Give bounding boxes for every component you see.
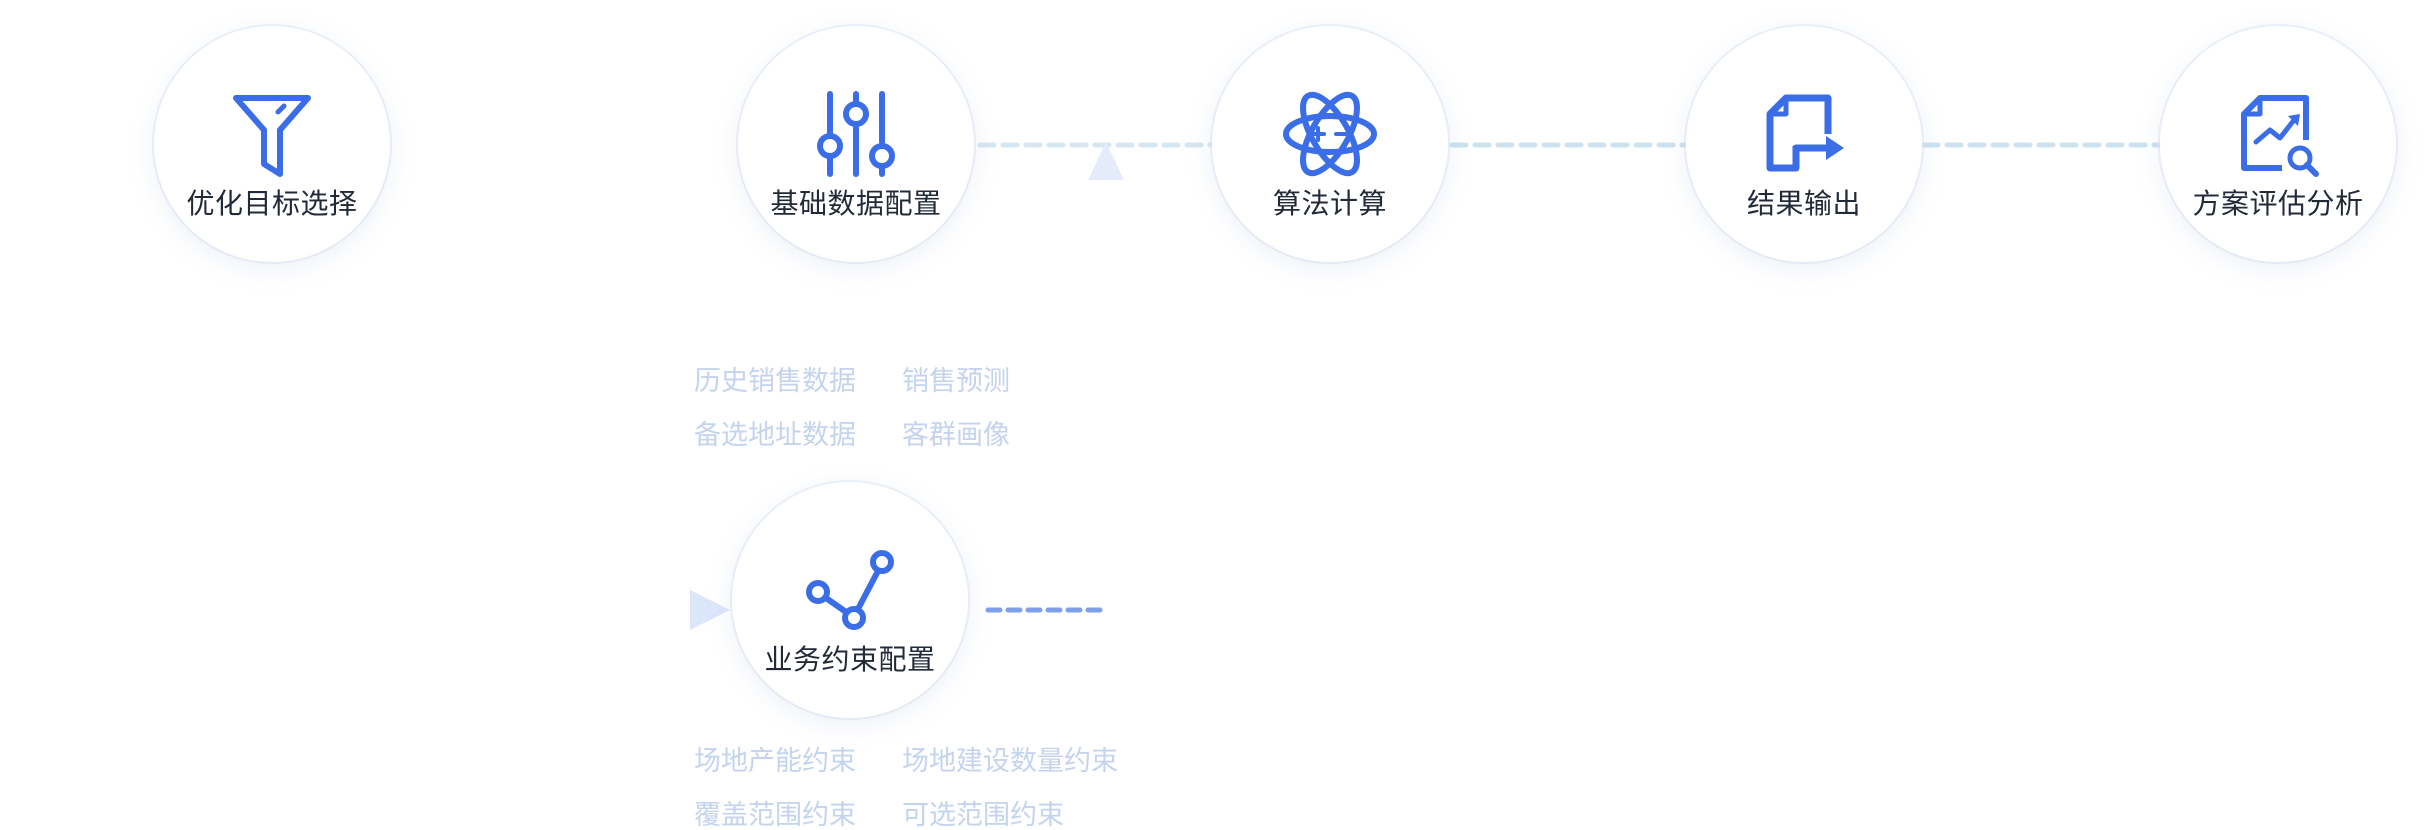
sliders-icon bbox=[808, 86, 904, 182]
data-item-history-sales: 历史销售数据 bbox=[694, 366, 856, 397]
step-label: 方案评估分析 bbox=[2192, 187, 2364, 220]
atom-icon bbox=[1282, 86, 1378, 182]
data-item-sales-forecast: 销售预测 bbox=[902, 366, 1010, 397]
step-business-constraint-config[interactable]: 业务约束配置 bbox=[732, 482, 968, 718]
step-label: 业务约束配置 bbox=[764, 643, 936, 676]
data-item-candidate-sites: 备选地址数据 bbox=[694, 420, 856, 451]
step-algorithm-computation[interactable]: 算法计算 bbox=[1212, 26, 1448, 262]
funnel-icon bbox=[224, 86, 320, 182]
constraint-item-selectable-range: 可选范围约束 bbox=[902, 800, 1064, 830]
export-document-icon bbox=[1756, 86, 1852, 182]
step-label: 优化目标选择 bbox=[186, 187, 358, 220]
step-plan-evaluation[interactable]: 方案评估分析 bbox=[2160, 26, 2396, 262]
step-optimization-goal[interactable]: 优化目标选择 bbox=[154, 26, 390, 262]
arrow-into-branch bbox=[690, 590, 730, 630]
constraint-item-site-capacity: 场地产能约束 bbox=[694, 746, 856, 777]
step-basic-data-config[interactable]: 基础数据配置 bbox=[738, 26, 974, 262]
constraint-item-site-build-count: 场地建设数量约束 bbox=[902, 746, 1118, 777]
arrow-to-algorithm bbox=[1088, 142, 1124, 180]
step-result-output[interactable]: 结果输出 bbox=[1686, 26, 1922, 262]
data-item-customer-profile: 客群画像 bbox=[902, 420, 1010, 451]
step-label: 结果输出 bbox=[1746, 187, 1861, 220]
constraint-item-coverage-range: 覆盖范围约束 bbox=[694, 800, 856, 830]
step-label: 基础数据配置 bbox=[770, 187, 942, 220]
chart-analysis-icon bbox=[2230, 86, 2326, 182]
route-nodes-icon bbox=[802, 542, 898, 638]
step-label: 算法计算 bbox=[1272, 187, 1387, 220]
